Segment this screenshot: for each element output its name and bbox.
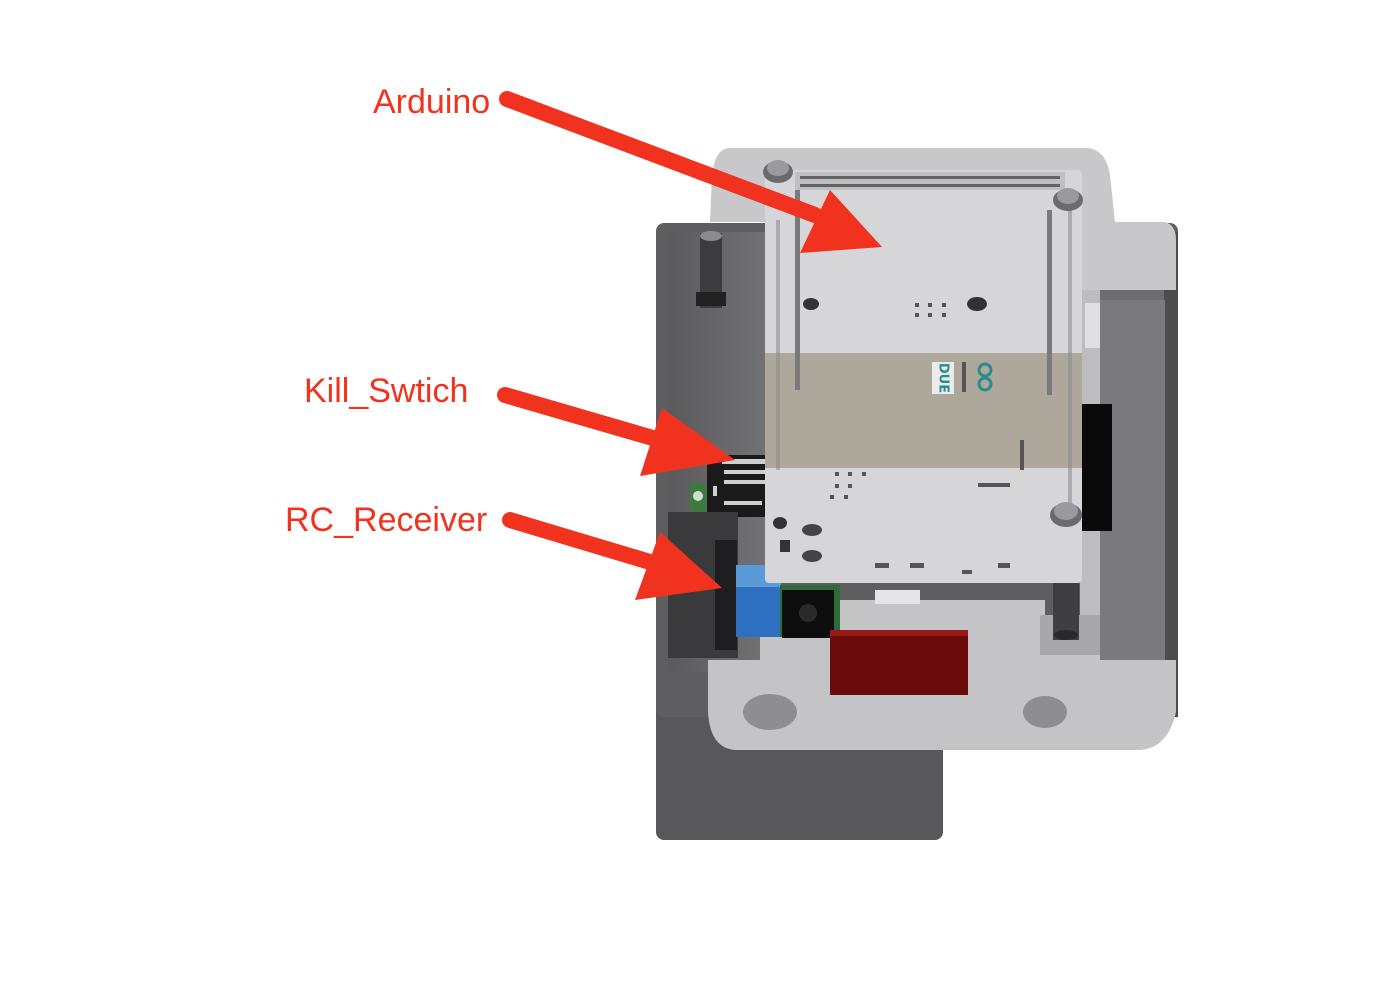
lid-slot bbox=[1085, 303, 1100, 348]
mounting-hole-bottom-left bbox=[743, 694, 797, 730]
arduino-due-label: DUE bbox=[936, 363, 951, 393]
callout-label-kill-switch: Kill_Swtich bbox=[304, 374, 468, 408]
arduino-hole-lower-3 bbox=[802, 550, 822, 562]
red-module bbox=[830, 630, 968, 695]
rc-receiver-body bbox=[715, 540, 737, 650]
arduino-mount-hole bbox=[803, 298, 819, 310]
left-standoff-top bbox=[700, 231, 722, 241]
arduino-board-band bbox=[765, 353, 1082, 468]
arduino-capacitor bbox=[780, 540, 790, 552]
arduino-hole-lower-2 bbox=[802, 524, 822, 536]
mounting-hole-bottom-right bbox=[1023, 696, 1067, 728]
lid-cutout-connector bbox=[875, 590, 920, 604]
callout-label-arduino: Arduino bbox=[373, 85, 490, 119]
bottom-standoff-base bbox=[1054, 630, 1078, 640]
callout-label-rc-receiver: RC_Receiver bbox=[285, 503, 487, 537]
arduino-header-right bbox=[1047, 210, 1052, 395]
arduino-hole-lower-1 bbox=[773, 517, 787, 529]
left-standoff-nut bbox=[696, 292, 726, 306]
red-module-top-edge bbox=[830, 630, 968, 636]
dc-jack-hole bbox=[799, 604, 817, 622]
black-side-panel bbox=[1080, 404, 1112, 531]
small-green-component-dot bbox=[693, 491, 703, 501]
arduino-logo-text-strip bbox=[962, 362, 966, 392]
arduino-header-right-outer bbox=[1068, 210, 1072, 510]
arduino-header-left bbox=[795, 190, 800, 390]
arduino-button bbox=[967, 297, 987, 311]
arduino-header-left-outer bbox=[776, 220, 780, 470]
arduino-header-top bbox=[795, 172, 1065, 190]
